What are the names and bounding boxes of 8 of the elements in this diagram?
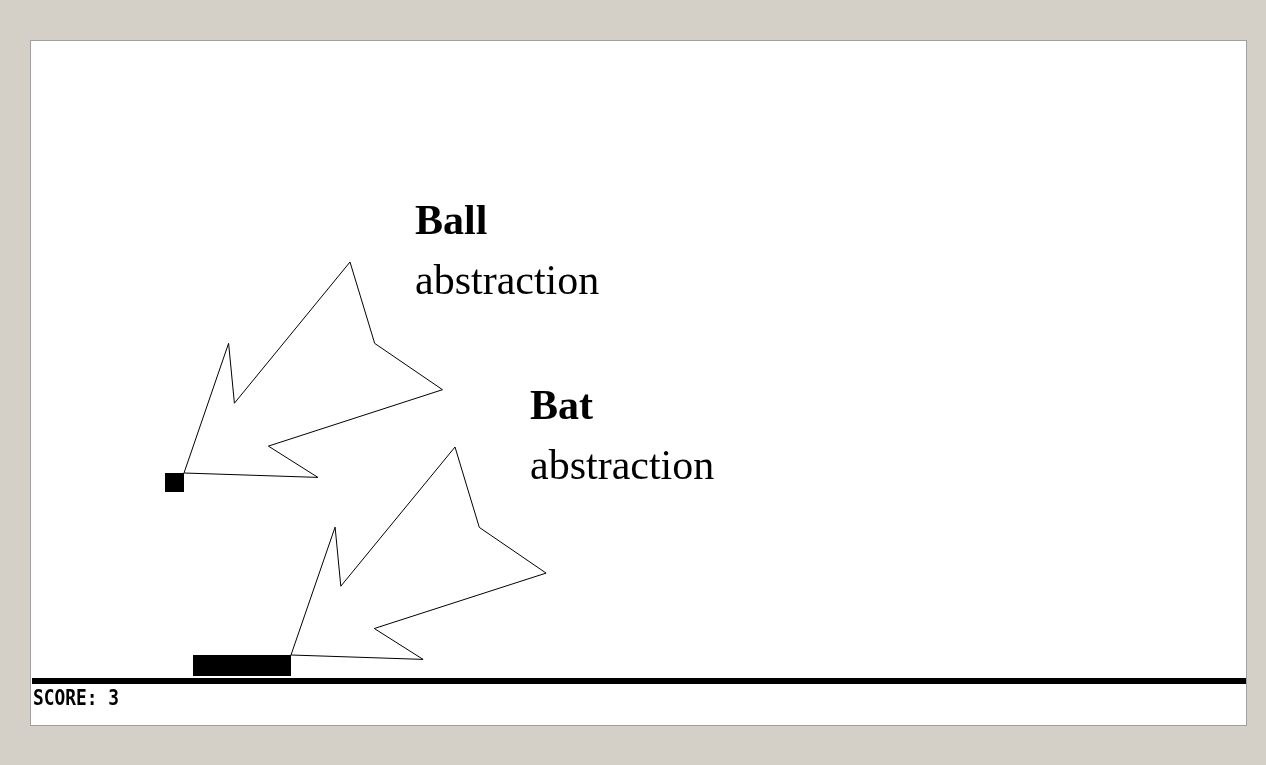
callout-title: Bat bbox=[530, 381, 593, 430]
arrow bbox=[290, 446, 547, 660]
bat bbox=[193, 655, 291, 676]
arrow bbox=[183, 261, 443, 478]
callout-title: Ball bbox=[415, 196, 488, 245]
callout-text: abstraction bbox=[415, 256, 600, 305]
callout-text: abstraction bbox=[530, 441, 715, 490]
score-text: SCORE: 3 bbox=[33, 686, 119, 710]
